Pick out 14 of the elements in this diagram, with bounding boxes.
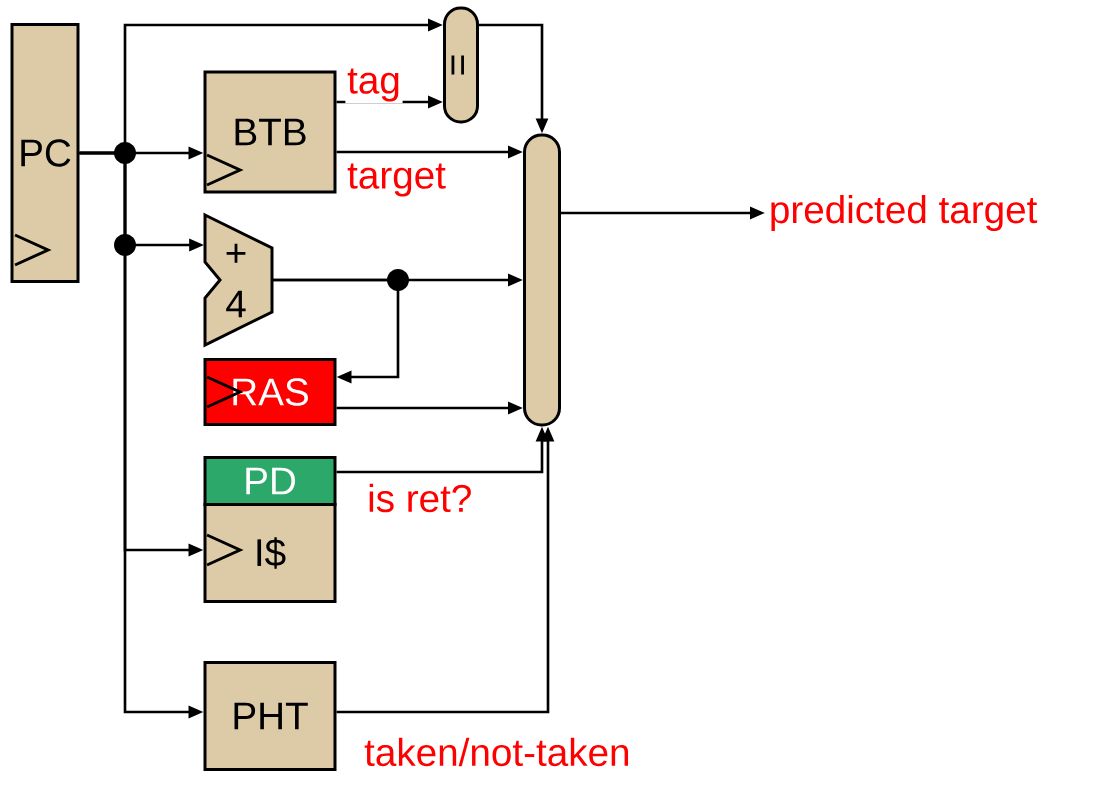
cache-box: I$	[203, 503, 337, 603]
edge-label: tag	[347, 68, 399, 102]
edge-label: taken/not-taken	[364, 737, 629, 767]
edge-label: is ret?	[369, 483, 471, 513]
pht-box: PHT	[203, 661, 337, 771]
mux-box	[523, 133, 561, 427]
btb-box: BTB	[203, 70, 337, 194]
output-label: predicted target	[771, 194, 1038, 231]
register-box: PC	[10, 23, 80, 283]
stack-box: RAS	[203, 358, 337, 426]
comparator-box: =	[443, 6, 479, 124]
edge-label: target	[347, 163, 446, 197]
arrow	[271, 278, 400, 384]
predecode-box: PD	[203, 456, 337, 506]
